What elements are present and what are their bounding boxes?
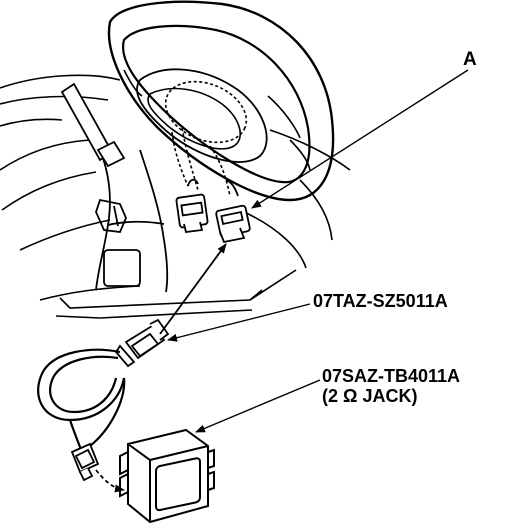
jack-box-icon xyxy=(120,430,214,522)
harness-connector-icon xyxy=(116,320,168,366)
connector-icon xyxy=(176,180,250,242)
part-number-jack-label: 07SAZ-TB4011A xyxy=(322,366,461,386)
jack-resistance-note: (2 Ω JACK) xyxy=(322,386,418,406)
plug-icon xyxy=(72,444,98,480)
connection-arrows xyxy=(96,243,226,493)
internal-wiring xyxy=(172,128,230,196)
steering-wheel-icon xyxy=(109,2,333,200)
turn-signal-stalk-icon xyxy=(62,84,124,166)
part-number-harness-label: 07TAZ-SZ5011A xyxy=(313,291,448,311)
harness-cable-icon xyxy=(38,350,124,452)
steering-column xyxy=(96,150,167,292)
leader-lines xyxy=(167,70,468,432)
callout-a-label: A xyxy=(463,49,477,70)
dashboard-outline xyxy=(0,75,350,318)
